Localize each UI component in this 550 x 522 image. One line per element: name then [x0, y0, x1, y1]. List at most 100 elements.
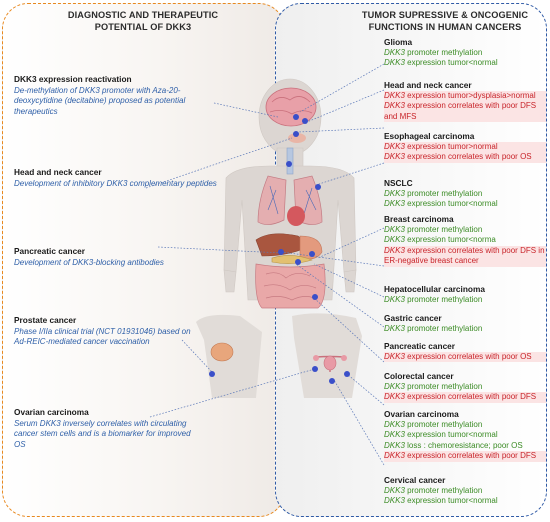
item-pancreatic-therapy: Pancreatic cancer Development of DKK3-bl…: [14, 246, 219, 268]
oncogenic-finding: DKK3 expression tumor>normal: [384, 141, 546, 152]
left-panel-title: DIAGNOSTIC AND THERAPEUTIC POTENTIAL OF …: [28, 9, 258, 33]
suppressive-finding: DKK3 promoter methylation: [384, 324, 546, 335]
cancer-name: Head and neck cancer: [384, 80, 472, 90]
oncogenic-finding: DKK3 expression correlates with poor OS: [384, 351, 546, 362]
item-description: Development of inhibitory DKK3 complemen…: [14, 178, 217, 188]
item-description: Phase I/IIa clinical trial (NCT 01931046…: [14, 326, 191, 347]
oncogenic-finding: DKK3 expression correlates with poor DFS…: [384, 245, 546, 267]
item-description: De-methylation of DKK3 promoter with Aza…: [14, 85, 186, 116]
gene-name: DKK3: [384, 294, 405, 304]
intestines-organ: [255, 263, 326, 309]
gene-name: DKK3: [384, 245, 405, 255]
suppressive-finding: DKK3 expression tumor<normal: [384, 199, 546, 210]
cancer-name: NSCLC: [384, 178, 413, 188]
finding-text: promoter methylation: [404, 381, 483, 391]
item-title: Pancreatic cancer: [14, 246, 86, 256]
gene-name: DKK3: [384, 323, 405, 333]
gene-name: DKK3: [384, 152, 405, 161]
suppressive-finding: DKK3 promoter methylation: [384, 48, 546, 59]
trachea-organ: [286, 147, 294, 175]
suppressive-finding: DKK3 expression tumor<normal: [384, 58, 546, 69]
item-title: Head and neck cancer: [14, 167, 102, 177]
item-head-neck-therapy: Head and neck cancer Development of inhi…: [14, 167, 220, 189]
finding-text: expression tumor<normal: [404, 430, 498, 439]
left-title-line2: POTENTIAL OF DKK3: [94, 22, 192, 32]
finding-text: promoter methylation: [404, 323, 483, 333]
gene-name: DKK3: [384, 496, 405, 505]
gene-name: DKK3: [384, 58, 405, 67]
item-title: Ovarian carcinoma: [14, 407, 89, 417]
finding-text: expression tumor<normal: [404, 496, 498, 505]
right-connectors: [281, 63, 385, 466]
left-connectors: [145, 102, 319, 418]
gene-name: DKK3: [384, 351, 405, 361]
oncogenic-finding: DKK3 expression correlates with poor DFS: [384, 451, 546, 462]
suppressive-finding: DKK3 promoter methylation: [384, 486, 546, 497]
cancer-name: Glioma: [384, 37, 413, 47]
finding-text: expression correlates with poor DFS: [404, 392, 537, 401]
mouth-organ: [288, 133, 306, 143]
gene-name: DKK3: [384, 392, 405, 401]
finding-text: promoter methylation: [404, 294, 483, 304]
cancer-name: Breast carcinoma: [384, 214, 454, 224]
tumor-site-markers: [209, 114, 350, 384]
item-description: Development of DKK3-blocking antibodies: [14, 257, 164, 267]
finding-text: expression tumor>dysplasia>normal: [404, 90, 536, 100]
oncogenic-finding: DKK3 expression correlates with poor DFS…: [384, 101, 546, 122]
suppressive-finding: DKK3 promoter methylation: [384, 225, 546, 236]
finding-text: expression correlates with poor DFS in E…: [384, 245, 545, 266]
finding-text: promoter methylation: [404, 224, 483, 234]
gene-name: DKK3: [384, 101, 405, 110]
gene-name: DKK3: [384, 90, 405, 100]
item-description: Serum DKK3 inversely correlates with cir…: [14, 418, 191, 449]
finding-text: promoter methylation: [404, 47, 483, 57]
prostate-organ: [210, 342, 234, 362]
finding-text: promoter methylation: [404, 419, 483, 429]
suppressive-finding: DKK3 promoter methylation: [384, 382, 546, 393]
gene-name: DKK3: [384, 188, 405, 198]
left-title-line1: DIAGNOSTIC AND THERAPEUTIC: [67, 10, 219, 20]
oncogenic-finding: DKK3 expression correlates with poor DFS: [384, 392, 546, 403]
gene-name: DKK3: [384, 141, 405, 151]
right-title-line2: FUNCTIONS IN HUMAN CANCERS: [368, 22, 522, 32]
finding-text: promoter methylation: [404, 188, 483, 198]
gene-name: DKK3: [384, 47, 405, 57]
finding-text: expression correlates with poor OS: [404, 351, 532, 361]
female-pelvis-silhouette: [292, 313, 362, 398]
gene-name: DKK3: [384, 199, 405, 208]
finding-text: expression tumor<norma: [404, 235, 496, 244]
cancer-name: Ovarian carcinoma: [384, 409, 459, 419]
heart-organ: [287, 206, 305, 226]
item-title: Prostate cancer: [14, 315, 77, 325]
finding-text: expression correlates with poor DFS and …: [384, 101, 537, 121]
suppressive-finding: DKK3 promoter methylation: [384, 295, 546, 306]
gene-name: DKK3: [384, 440, 405, 450]
gene-name: DKK3: [384, 235, 405, 244]
finding-text: expression tumor>normal: [404, 141, 498, 151]
finding-text: expression correlates with poor DFS: [404, 451, 537, 460]
finding-text: loss : chemoresistance; poor OS: [404, 440, 523, 450]
finding-text: expression tumor<normal: [404, 58, 498, 67]
cancer-name: Esophageal carcinoma: [384, 131, 475, 141]
therapeutic-panel: [2, 3, 285, 517]
oncogenic-finding: DKK3 expression correlates with poor OS: [384, 152, 546, 163]
finding-text: expression correlates with poor OS: [404, 152, 532, 161]
right-panel-title: TUMOR SUPRESSIVE & ONCOGENIC FUNCTIONS I…: [355, 9, 535, 33]
item-title: DKK3 expression reactivation: [14, 74, 132, 84]
gene-name: DKK3: [384, 224, 405, 234]
finding-text: expression tumor<normal: [404, 199, 498, 208]
item-dkk3-reactivation: DKK3 expression reactivation De-methylat…: [14, 74, 210, 117]
finding-text: promoter methylation: [404, 485, 483, 495]
suppressive-finding: DKK3 expression tumor<normal: [384, 496, 546, 507]
cancer-name: Cervical cancer: [384, 475, 446, 485]
right-title-line1: TUMOR SUPRESSIVE & ONCOGENIC: [361, 10, 529, 20]
